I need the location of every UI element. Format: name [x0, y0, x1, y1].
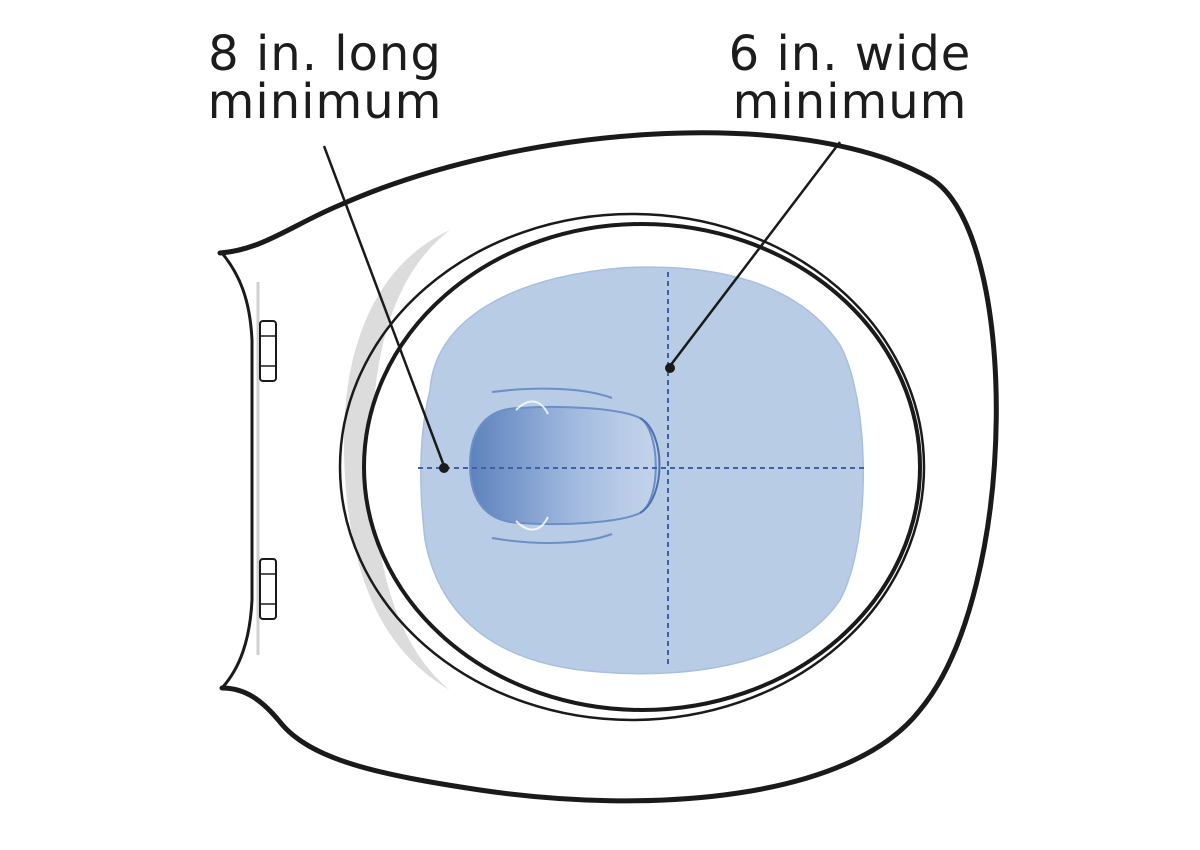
hinge-tab-bottom: [259, 558, 277, 620]
hinge-tab-top: [259, 320, 277, 382]
length-leader-dot: [439, 463, 449, 473]
width-leader-dot: [665, 363, 675, 373]
width-leader-line: [669, 141, 841, 367]
length-callout-line2: minimum: [207, 74, 443, 130]
drain-opening: [468, 387, 661, 544]
seat-hinge-edge: [220, 252, 254, 690]
width-callout-line2: minimum: [732, 74, 968, 130]
length-leader-line: [322, 145, 446, 467]
bowl-rim-shadow: [343, 230, 450, 690]
width-callout-line1: 6 in. wide: [728, 26, 972, 82]
width-callout: 6 in. wide minimum: [715, 30, 985, 126]
length-callout-line1: 8 in. long: [208, 26, 442, 82]
length-callout: 8 in. long minimum: [190, 30, 460, 126]
bowl-rim-outer: [338, 212, 926, 722]
